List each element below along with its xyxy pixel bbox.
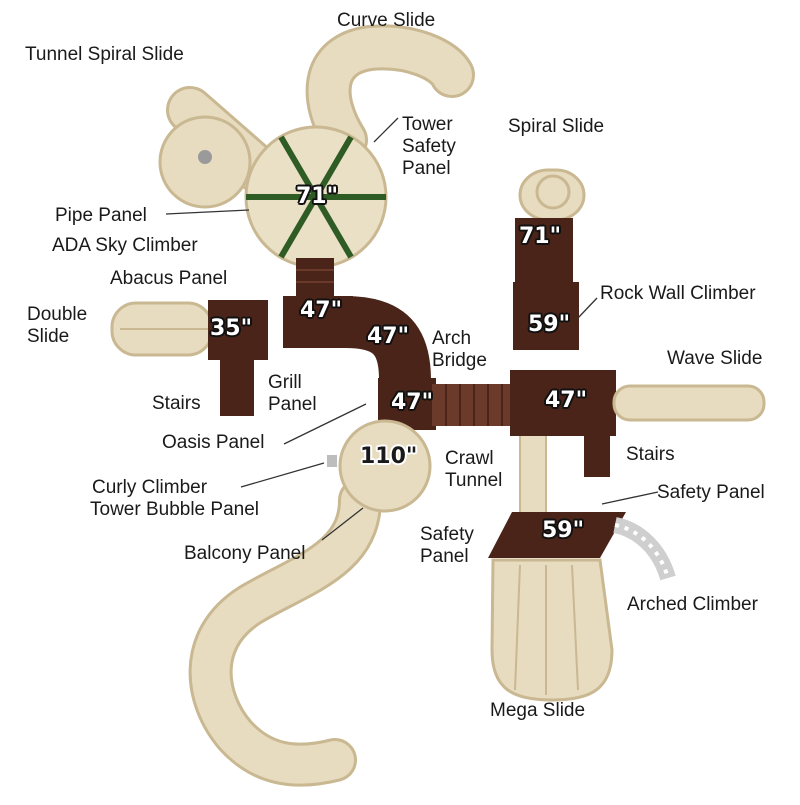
height-71-left: 71" [296, 184, 339, 209]
label-curly-climber: Curly Climber [92, 477, 208, 498]
height-35: 35" [210, 316, 253, 341]
deck-47-top [283, 296, 353, 348]
label-balcony-panel: Balcony Panel [184, 543, 306, 564]
curve-slide-surface [308, 27, 472, 160]
leader-curly [240, 462, 325, 488]
arched-climber-rungs [614, 523, 670, 579]
height-47-top: 47" [300, 298, 343, 323]
stairs-left-shape [220, 358, 254, 416]
leader-pipe-panel [165, 209, 250, 215]
deck-59-bottom [488, 512, 626, 558]
deck-47-right [510, 370, 616, 436]
deck-35 [208, 300, 268, 360]
tower-110-roof [338, 419, 432, 513]
height-47-mid: 47" [391, 390, 434, 415]
leader-oasis [283, 403, 367, 445]
label-stairs-right: Stairs [626, 444, 675, 465]
label-grill-panel: Grill Panel [268, 372, 317, 415]
height-47-ramp: 47" [367, 324, 410, 349]
label-double-slide: Double Slide [27, 304, 88, 347]
mega-slide-shape [490, 558, 614, 702]
mega-slide-lane-1 [514, 564, 521, 691]
height-47-right: 47" [545, 388, 588, 413]
curly-climber-knob [327, 455, 337, 467]
label-spiral-slide: Spiral Slide [508, 116, 605, 137]
label-safety-panel-right: Safety Panel [657, 482, 765, 503]
height-59-top: 59" [528, 312, 571, 337]
roof-bar-3 [278, 135, 354, 259]
label-pipe-panel: Pipe Panel [55, 205, 147, 226]
height-59-bottom: 59" [542, 518, 585, 543]
leader-balcony [321, 507, 364, 541]
wave-slide-shape [612, 384, 766, 422]
leader-lines [165, 117, 659, 541]
label-wave-slide: Wave Slide [667, 348, 763, 369]
label-tower-bubble-panel: Tower Bubble Panel [90, 499, 259, 520]
ada-sky-climber-shape [296, 258, 334, 298]
leader-safety-right [601, 491, 659, 505]
mega-slide-lane-3 [571, 564, 579, 691]
label-tower-safety-panel: Tower Safety Panel [402, 114, 456, 179]
tunnel-spiral-slide-hub [198, 150, 212, 164]
stairs-right-shape [584, 432, 610, 477]
height-110: 110" [360, 444, 418, 469]
leader-tower-safety [373, 117, 399, 143]
label-ada-sky-climber: ADA Sky Climber [52, 235, 198, 256]
height-71-right: 71" [519, 224, 562, 249]
curved-ramp-shape [344, 296, 431, 381]
label-mega-slide: Mega Slide [490, 700, 586, 721]
arched-climber-shape [613, 517, 676, 581]
spiral-slide-hub [535, 174, 571, 210]
label-abacus-panel: Abacus Panel [110, 268, 228, 289]
deck-71-right [515, 218, 573, 282]
curvy-slide-surface [191, 481, 379, 784]
label-stairs-left: Stairs [152, 393, 201, 414]
leader-rock-wall [577, 297, 598, 319]
label-arch-bridge: Arch Bridge [432, 328, 487, 371]
label-tunnel-spiral-slide: Tunnel Spiral Slide [25, 44, 184, 65]
label-oasis-panel: Oasis Panel [162, 432, 265, 453]
label-rock-wall-climber: Rock Wall Climber [600, 283, 756, 304]
deck-59-top [513, 282, 579, 350]
label-curve-slide: Curve Slide [337, 10, 436, 31]
label-arched-climber: Arched Climber [627, 594, 758, 615]
label-crawl-tunnel: Crawl Tunnel [445, 448, 503, 491]
label-safety-panel-left: Safety Panel [420, 524, 474, 567]
